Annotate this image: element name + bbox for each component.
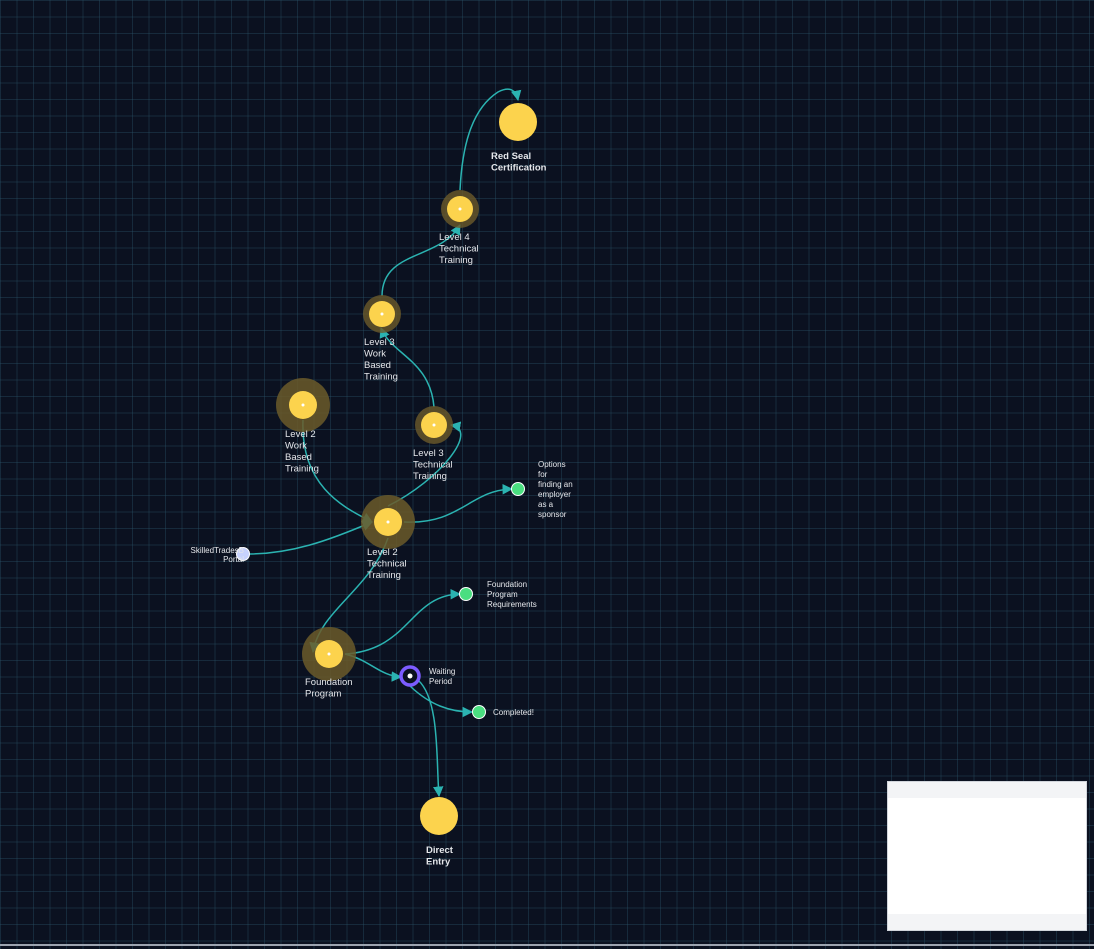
edge-level3-technical-to-level3-work[interactable] xyxy=(379,327,435,408)
edge-level4-to-red-seal[interactable] xyxy=(459,88,522,191)
minimap[interactable] xyxy=(887,781,1087,931)
node-completed[interactable]: Completed! xyxy=(472,705,534,719)
edge-waiting-to-completed[interactable] xyxy=(409,685,474,718)
edge-foundation-to-requirements[interactable] xyxy=(344,588,462,655)
direct-entry-circle xyxy=(420,797,458,835)
edge-level3-work-to-level4[interactable] xyxy=(381,224,461,297)
edge-level2-technical-to-sponsor-options[interactable] xyxy=(403,483,514,523)
waiting-center xyxy=(407,673,413,679)
bottom-divider xyxy=(0,944,1094,946)
sponsor-options-dot xyxy=(511,482,525,496)
completed-dot xyxy=(472,705,486,719)
edges xyxy=(242,88,522,798)
minimap-header-strip xyxy=(888,782,1086,798)
red-seal-circle xyxy=(499,103,537,141)
edge-portal-to-level2-technical[interactable] xyxy=(242,520,373,555)
edge-waiting-to-direct-entry[interactable] xyxy=(417,679,444,798)
minimap-footer-strip xyxy=(888,914,1086,930)
foundation-requirements-dot xyxy=(459,587,473,601)
edge-level2-technical-to-level3-technical[interactable] xyxy=(387,421,462,507)
portal-dot xyxy=(236,547,250,561)
completed-label: Completed! xyxy=(493,708,534,717)
